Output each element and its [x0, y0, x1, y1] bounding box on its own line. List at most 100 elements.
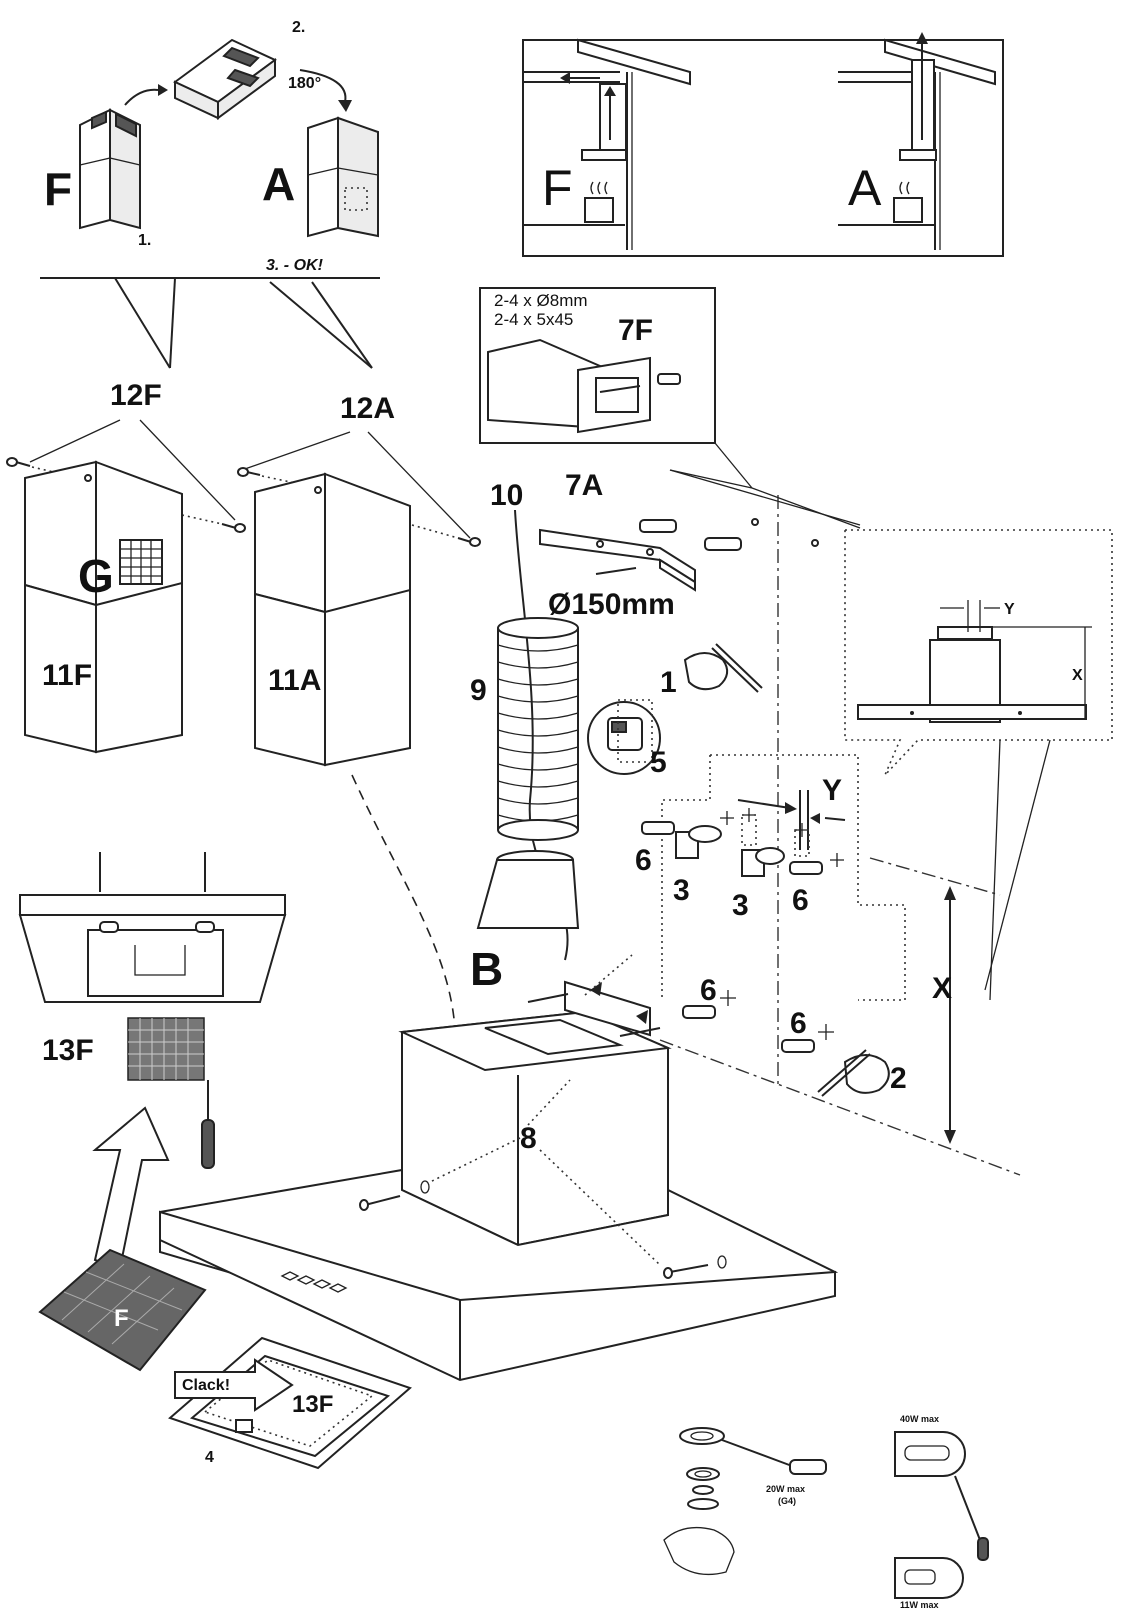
- screw-icon: [221, 523, 246, 533]
- duct-f: [599, 83, 627, 151]
- angle-label: 180°: [288, 75, 321, 92]
- duct-vent-slot-2: [115, 112, 137, 138]
- dim-x-label: X: [932, 972, 952, 1005]
- hood-outlet: [484, 1018, 624, 1056]
- bracket-window: [595, 377, 639, 413]
- duct-label-f: F: [44, 163, 72, 215]
- detail-y-label: Y: [1004, 601, 1015, 618]
- cover-11a-right: [324, 588, 411, 767]
- hood-a: [899, 149, 937, 161]
- step-3-label: 3. - OK!: [266, 257, 324, 274]
- hood-main: B 8: [159, 774, 839, 1382]
- dim-y-arrow: [737, 799, 791, 809]
- clack-label: Clack!: [182, 1377, 230, 1394]
- assembly-path: [351, 774, 456, 1031]
- lamp-section: 20W max (G4) 40W max 11W max: [663, 1414, 989, 1610]
- fixing-line-2: 2-4 x 5x45: [494, 310, 573, 329]
- filter-frame: [168, 1336, 412, 1470]
- screw-icon: [663, 1264, 709, 1279]
- wall-plug-icon: [704, 537, 742, 551]
- duct-a-right: [337, 116, 379, 238]
- wall-line: [669, 469, 861, 526]
- dim-y-arrowhead-2: [810, 813, 820, 824]
- ref-line-bottom: [659, 1039, 1021, 1176]
- bracket-hole: [596, 540, 604, 548]
- label-12a: 12A: [340, 392, 395, 425]
- wall-plug-icon: [657, 373, 681, 385]
- bracket-path: [584, 954, 633, 996]
- step-1-hand: 1: [660, 666, 677, 699]
- vent-label-a: A: [848, 160, 882, 216]
- bracket-screw: [595, 567, 637, 575]
- detail-x-label: X: [1072, 667, 1083, 684]
- flip-vent: [222, 46, 260, 68]
- callout-box: [479, 287, 716, 444]
- detail-hood-base: [857, 704, 1087, 720]
- wall-plug-icon: [781, 1039, 815, 1053]
- flip-vent-2: [226, 68, 260, 88]
- adapter-body: [476, 859, 580, 929]
- screw-hole: [84, 474, 92, 482]
- screw-hole: [420, 1180, 430, 1194]
- cover-11f-right: [95, 581, 183, 754]
- label-10: 10: [490, 479, 523, 512]
- underside-panel: [87, 929, 224, 997]
- label-diameter: Ø150mm: [548, 588, 675, 621]
- fixing-screw: [527, 993, 569, 1003]
- hook-icon: [741, 847, 785, 877]
- screw-path: [181, 514, 223, 525]
- screw-icon: [6, 457, 31, 467]
- bracket-7a-end: [659, 558, 696, 592]
- clip-tab: [611, 721, 627, 733]
- label-b: B: [470, 943, 503, 995]
- fixing-screw: [619, 1027, 661, 1037]
- steam-a: [899, 181, 910, 195]
- flip-arrow-1: [124, 88, 159, 106]
- duct-seam: [79, 157, 111, 166]
- wall-plug-icon: [682, 1005, 716, 1019]
- label-3-b: 3: [732, 889, 749, 922]
- leader: [29, 419, 121, 463]
- filter-section: 13F F Clack! 13F 4: [18, 852, 412, 1470]
- leader: [241, 431, 351, 471]
- duct-label-a: A: [262, 158, 295, 210]
- filter-grid: [128, 1018, 204, 1080]
- halogen-type: (G4): [778, 1496, 796, 1506]
- underside-lamp: [195, 921, 215, 933]
- vent-panel-frame: [522, 39, 1004, 257]
- step-2-label: 2.: [292, 19, 305, 36]
- wall-plug-icon: [639, 519, 677, 533]
- detail-bracket: [937, 626, 993, 640]
- dim-y-arrowhead: [785, 802, 797, 814]
- detail-leader: [989, 739, 1001, 1001]
- insert-arrow: [92, 1106, 170, 1270]
- label-7f: 7F: [618, 314, 653, 347]
- screw-leader: [539, 1149, 661, 1266]
- halogen-lamp-icon: [663, 1427, 827, 1576]
- duct-seam-2: [109, 157, 141, 166]
- screw-path: [261, 475, 301, 485]
- duct-a-hidden-grille: [344, 187, 368, 211]
- fixing-line-1: 2-4 x Ø8mm: [494, 291, 588, 310]
- hook-outline: [794, 829, 810, 857]
- grille-icon: [119, 539, 163, 585]
- cover-12a-right: [324, 472, 411, 613]
- wall-hole: [811, 539, 819, 547]
- step-1-label: 1.: [138, 232, 151, 249]
- pot-f: [584, 197, 614, 223]
- dim-y-arrow-2: [824, 817, 846, 821]
- dim-x-arrowhead-bottom: [944, 1130, 956, 1144]
- screw-icon: [359, 1195, 401, 1211]
- duct-vent-slot: [91, 110, 107, 130]
- grille-label-g: G: [78, 550, 114, 602]
- carbon-filter-13f: [127, 1017, 205, 1081]
- leader: [139, 419, 236, 521]
- rotate-arrow: [299, 69, 347, 103]
- detail-hole: [910, 711, 914, 715]
- flip-half-front: [217, 58, 276, 120]
- mark-cross: [818, 1024, 834, 1040]
- duct-a-seam: [307, 167, 339, 176]
- flip-arrowhead-1: [158, 84, 168, 96]
- callout-lines-top: [40, 277, 380, 369]
- label-8: 8: [520, 1122, 537, 1155]
